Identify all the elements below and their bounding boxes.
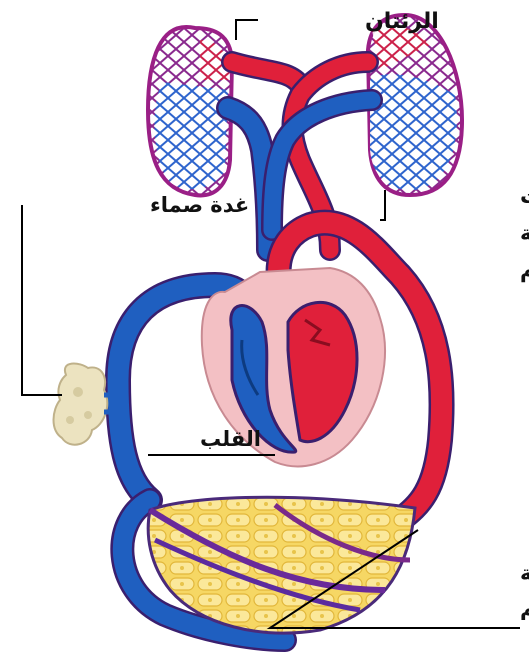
heart-label: القلب [200,427,261,451]
gland-label: غدة صماء [150,193,249,217]
lungs-label: الرئتان [365,9,439,34]
right-lung [368,15,462,195]
lungs-leader [236,20,258,40]
hormones-label-line2: المحمولة [520,221,529,245]
hormones-leader [380,190,385,220]
tissue-label-line1: أنسجة [520,558,529,585]
hormones-label-line3: في الدم [520,258,529,282]
hormones-label-line1: الهرمونات [520,184,529,208]
gland-leader [22,205,62,395]
tissue-label-line2: الجسم [520,596,529,620]
